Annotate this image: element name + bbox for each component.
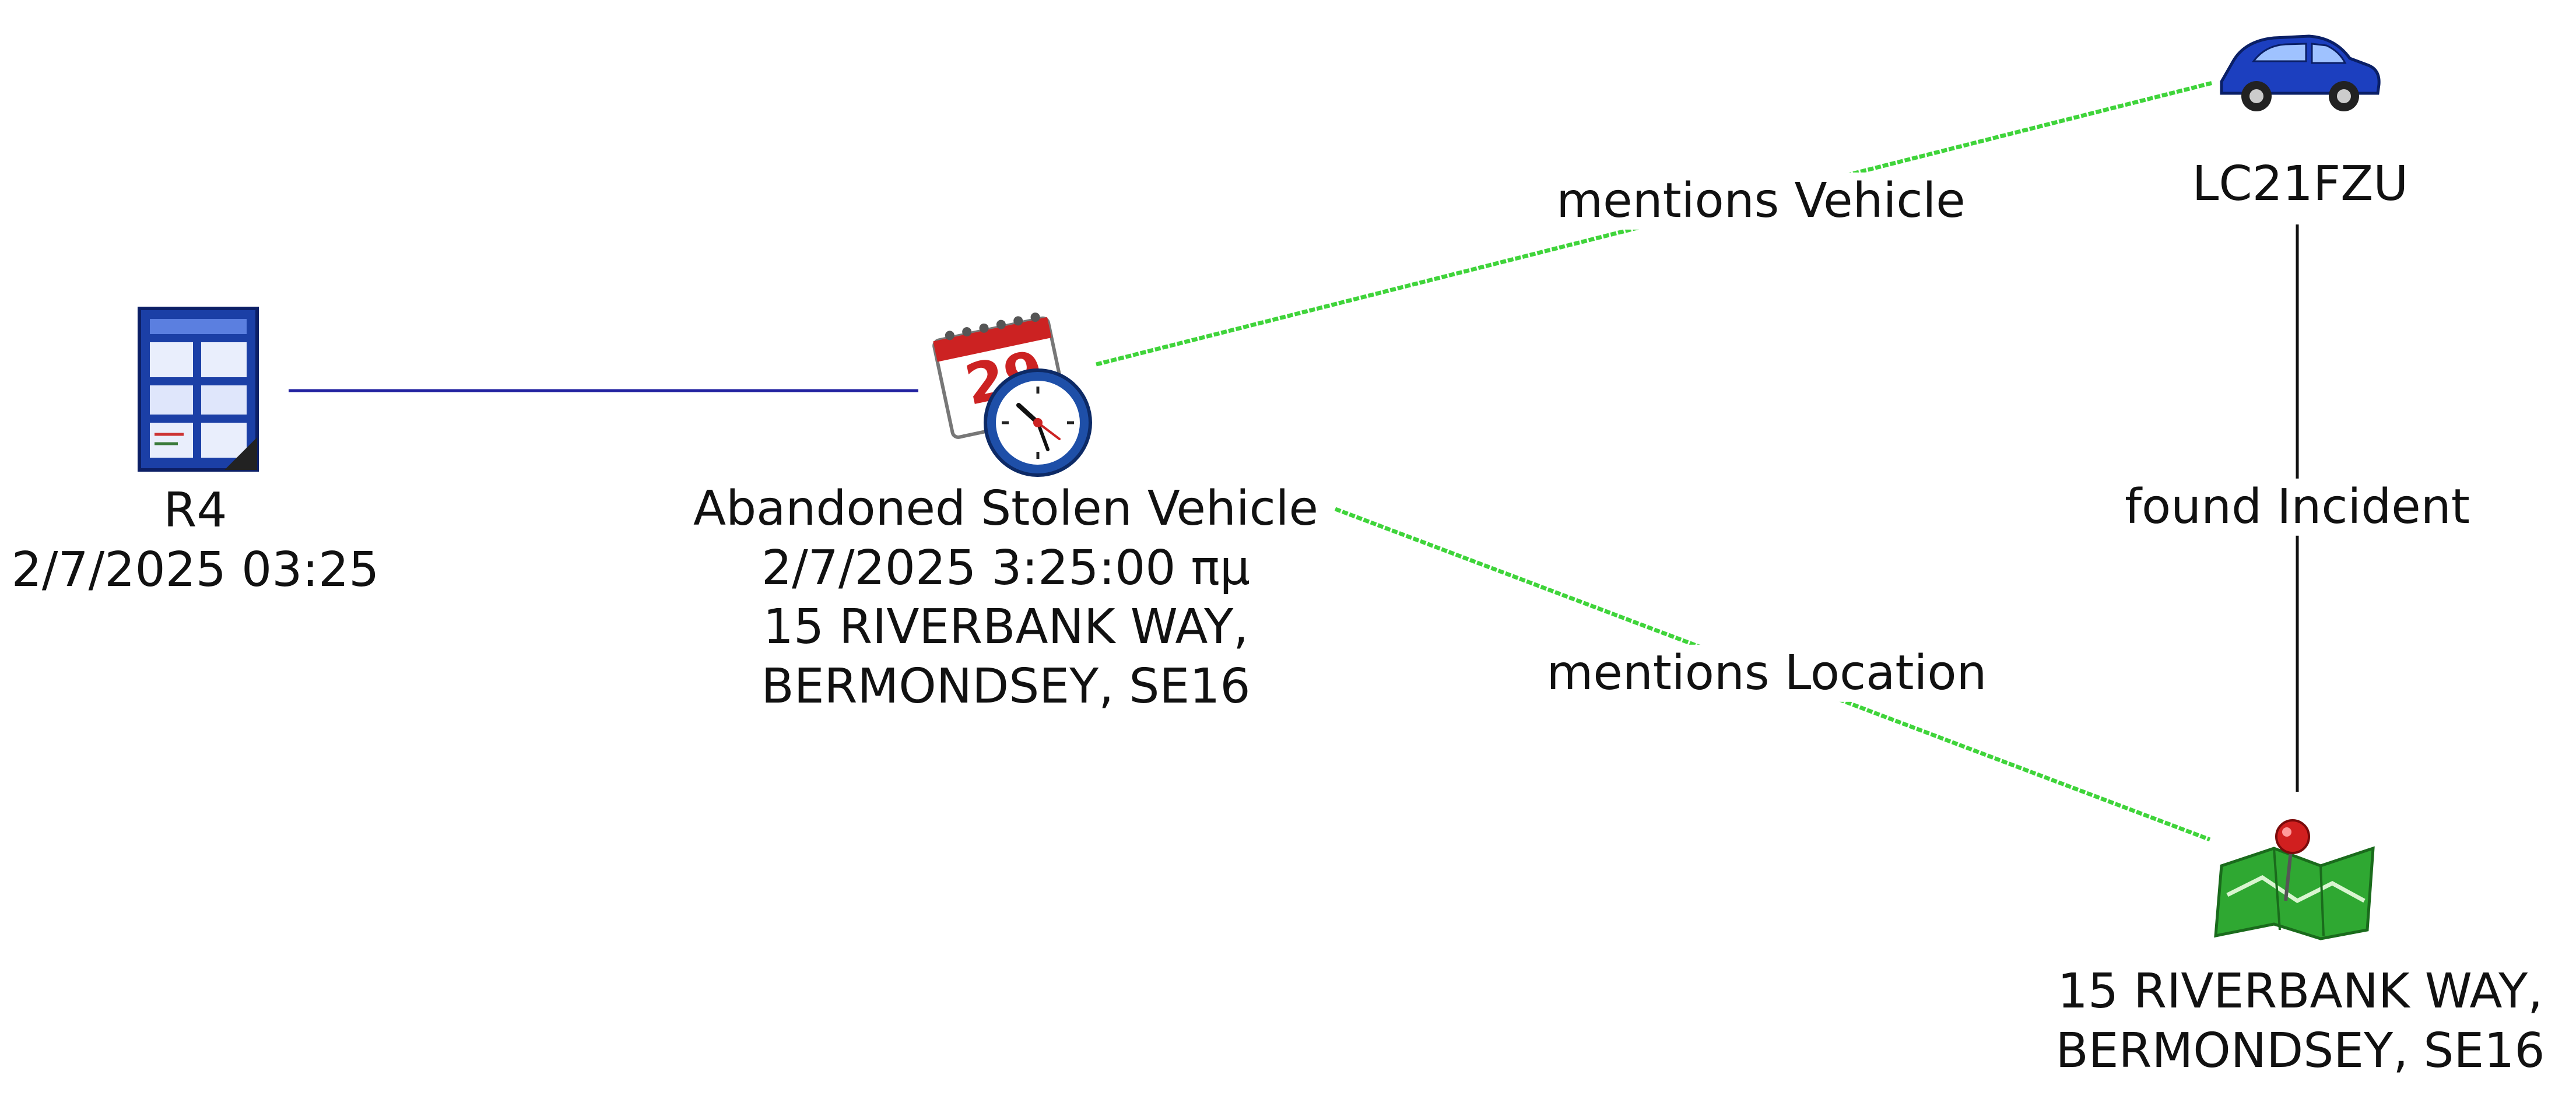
report-node-label: R4 2/7/2025 03:25 — [12, 481, 380, 599]
event-title: Abandoned Stolen Vehicle — [693, 481, 1319, 536]
location-address-line-2: BERMONDSEY, SE16 — [2055, 1023, 2545, 1079]
event-address-line-1: 15 RIVERBANK WAY, — [763, 599, 1249, 655]
edge-label-mentions-vehicle: mentions Vehicle — [1549, 172, 1973, 230]
calendar-clock-icon[interactable]: 29 — [924, 306, 1099, 481]
car-icon[interactable] — [2210, 17, 2385, 122]
vehicle-plate: LC21FZU — [2192, 156, 2409, 212]
report-document-icon[interactable] — [137, 306, 259, 472]
edge-label-mentions-location: mentions Location — [1539, 644, 1994, 703]
vehicle-node-label: LC21FZU — [2192, 155, 2409, 214]
report-name: R4 — [163, 483, 227, 538]
map-pin-icon[interactable] — [2210, 813, 2385, 942]
link-event-vehicle[interactable] — [1096, 80, 2213, 367]
edge-label-found-incident: found Incident — [2118, 478, 2477, 536]
event-node-label: Abandoned Stolen Vehicle 2/7/2025 3:25:0… — [693, 479, 1318, 717]
location-address-line-1: 15 RIVERBANK WAY, — [2057, 964, 2543, 1019]
location-node-label: 15 RIVERBANK WAY, BERMONDSEY, SE16 — [2055, 962, 2545, 1080]
report-datetime: 2/7/2025 03:25 — [11, 542, 380, 598]
event-address-line-2: BERMONDSEY, SE16 — [761, 659, 1251, 715]
event-datetime: 2/7/2025 3:25:00 πμ — [761, 540, 1251, 596]
